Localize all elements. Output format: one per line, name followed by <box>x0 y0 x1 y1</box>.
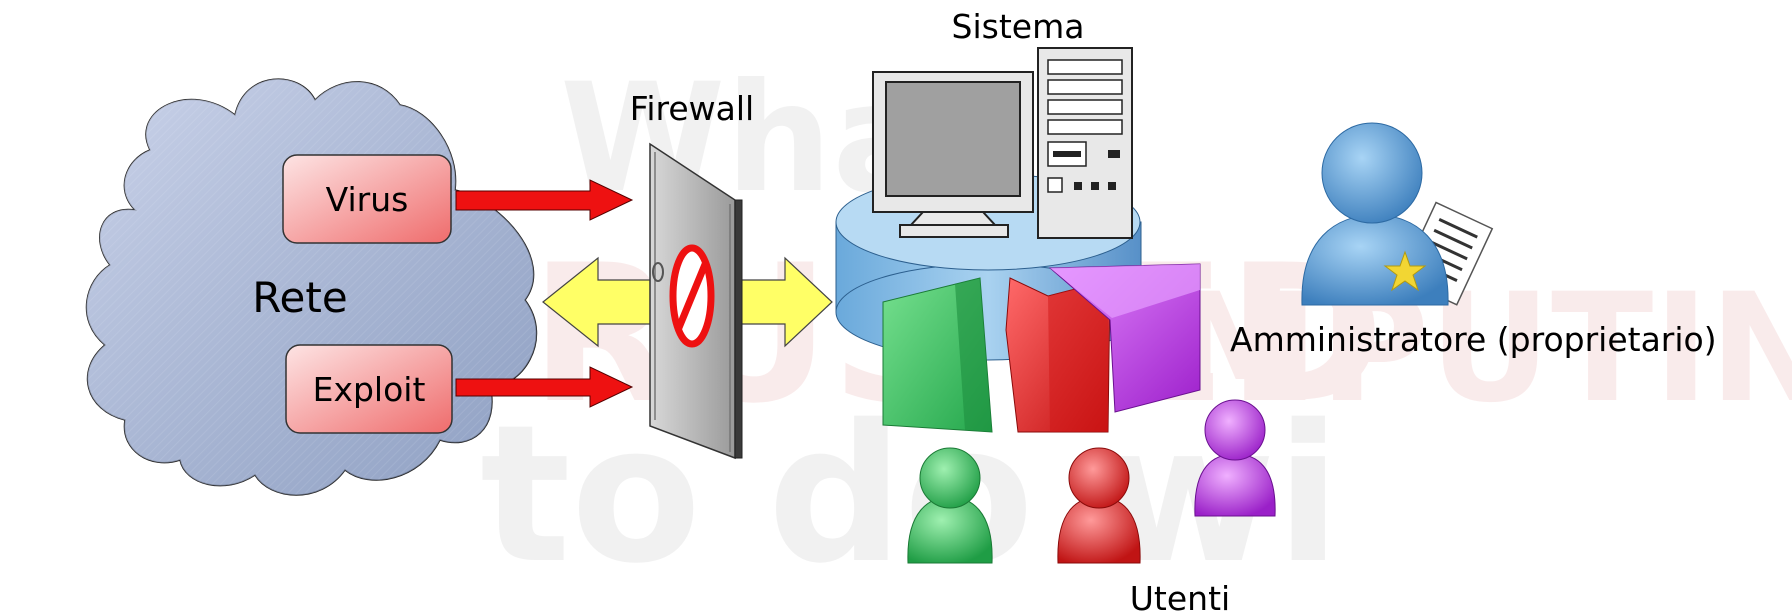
admin-user-icon <box>1301 122 1494 306</box>
exploit-arrow <box>455 366 634 408</box>
firewall-label: Firewall <box>630 89 754 128</box>
tower-pc-icon <box>1037 47 1133 239</box>
system-label: Sistema <box>952 7 1085 46</box>
svg-text:MPUTING: MPUTING <box>1170 262 1792 436</box>
user-data-segments <box>882 263 1201 433</box>
exploit-box: Exploit <box>285 344 453 434</box>
network-label: Rete <box>252 273 347 322</box>
virus-box: Virus <box>282 154 452 244</box>
user-icon-green <box>907 447 993 564</box>
users-label: Utenti <box>1130 579 1230 614</box>
exploit-label: Exploit <box>313 370 426 409</box>
user-icon-purple <box>1194 399 1276 517</box>
computer-monitor-icon <box>872 71 1034 238</box>
user-icon-red <box>1057 447 1141 564</box>
virus-arrow <box>455 179 634 221</box>
admin-label: Amministratore (proprietario) <box>1230 320 1717 359</box>
virus-label: Virus <box>326 180 409 219</box>
no-entry-icon <box>669 244 715 348</box>
